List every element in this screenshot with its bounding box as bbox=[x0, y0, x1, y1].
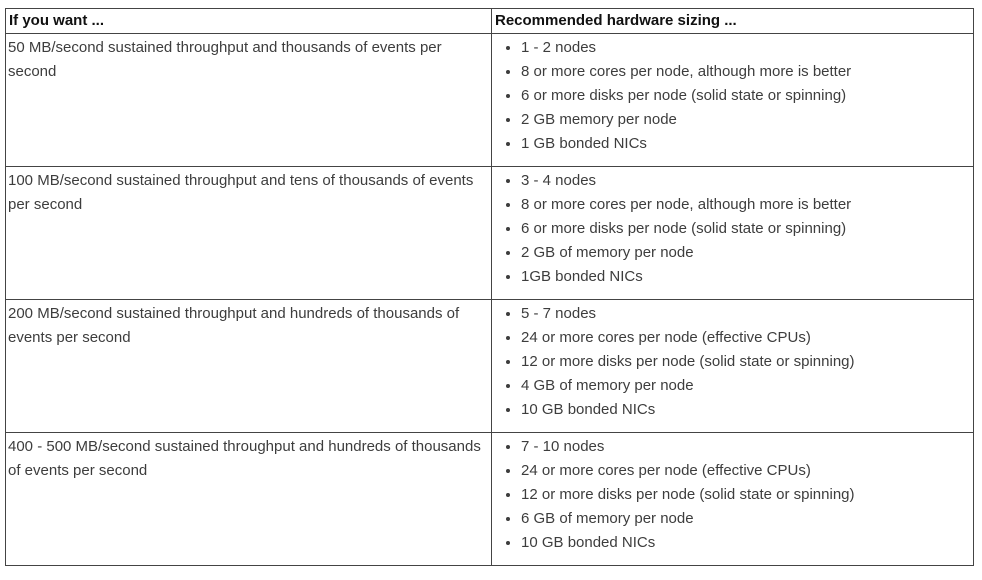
sizing-item: 6 or more disks per node (solid state or… bbox=[521, 84, 967, 108]
requirement-cell: 400 - 500 MB/second sustained throughput… bbox=[5, 432, 492, 566]
requirement-cell: 50 MB/second sustained throughput and th… bbox=[5, 33, 492, 167]
sizing-item: 1 - 2 nodes bbox=[521, 36, 967, 60]
header-row: If you want ... Recommended hardware siz… bbox=[5, 8, 974, 34]
sizing-item: 7 - 10 nodes bbox=[521, 435, 967, 459]
sizing-list: 5 - 7 nodes 24 or more cores per node (e… bbox=[494, 302, 967, 422]
sizing-item: 1 GB bonded NICs bbox=[521, 132, 967, 156]
sizing-item: 3 - 4 nodes bbox=[521, 169, 967, 193]
sizing-item: 6 GB of memory per node bbox=[521, 507, 967, 531]
sizing-item: 8 or more cores per node, although more … bbox=[521, 60, 967, 84]
sizing-item: 10 GB bonded NICs bbox=[521, 531, 967, 555]
sizing-item: 1GB bonded NICs bbox=[521, 265, 967, 289]
sizing-item: 10 GB bonded NICs bbox=[521, 398, 967, 422]
table-row: 200 MB/second sustained throughput and h… bbox=[5, 299, 974, 433]
table-row: 400 - 500 MB/second sustained throughput… bbox=[5, 432, 974, 566]
column-header-if-you-want: If you want ... bbox=[5, 8, 492, 34]
sizing-item: 2 GB memory per node bbox=[521, 108, 967, 132]
sizing-cell: 1 - 2 nodes 8 or more cores per node, al… bbox=[491, 33, 974, 167]
requirement-cell: 200 MB/second sustained throughput and h… bbox=[5, 299, 492, 433]
sizing-item: 24 or more cores per node (effective CPU… bbox=[521, 459, 967, 483]
requirement-cell: 100 MB/second sustained throughput and t… bbox=[5, 166, 492, 300]
sizing-item: 5 - 7 nodes bbox=[521, 302, 967, 326]
sizing-list: 3 - 4 nodes 8 or more cores per node, al… bbox=[494, 169, 967, 289]
sizing-item: 24 or more cores per node (effective CPU… bbox=[521, 326, 967, 350]
sizing-item: 12 or more disks per node (solid state o… bbox=[521, 483, 967, 507]
sizing-item: 8 or more cores per node, although more … bbox=[521, 193, 967, 217]
hardware-sizing-table: If you want ... Recommended hardware siz… bbox=[5, 8, 974, 566]
table-row: 50 MB/second sustained throughput and th… bbox=[5, 33, 974, 167]
sizing-item: 6 or more disks per node (solid state or… bbox=[521, 217, 967, 241]
sizing-item: 4 GB of memory per node bbox=[521, 374, 967, 398]
sizing-cell: 5 - 7 nodes 24 or more cores per node (e… bbox=[491, 299, 974, 433]
sizing-list: 7 - 10 nodes 24 or more cores per node (… bbox=[494, 435, 967, 555]
sizing-item: 2 GB of memory per node bbox=[521, 241, 967, 265]
sizing-cell: 3 - 4 nodes 8 or more cores per node, al… bbox=[491, 166, 974, 300]
column-header-recommended-sizing: Recommended hardware sizing ... bbox=[491, 8, 974, 34]
sizing-item: 12 or more disks per node (solid state o… bbox=[521, 350, 967, 374]
table-row: 100 MB/second sustained throughput and t… bbox=[5, 166, 974, 300]
sizing-cell: 7 - 10 nodes 24 or more cores per node (… bbox=[491, 432, 974, 566]
sizing-list: 1 - 2 nodes 8 or more cores per node, al… bbox=[494, 36, 967, 156]
